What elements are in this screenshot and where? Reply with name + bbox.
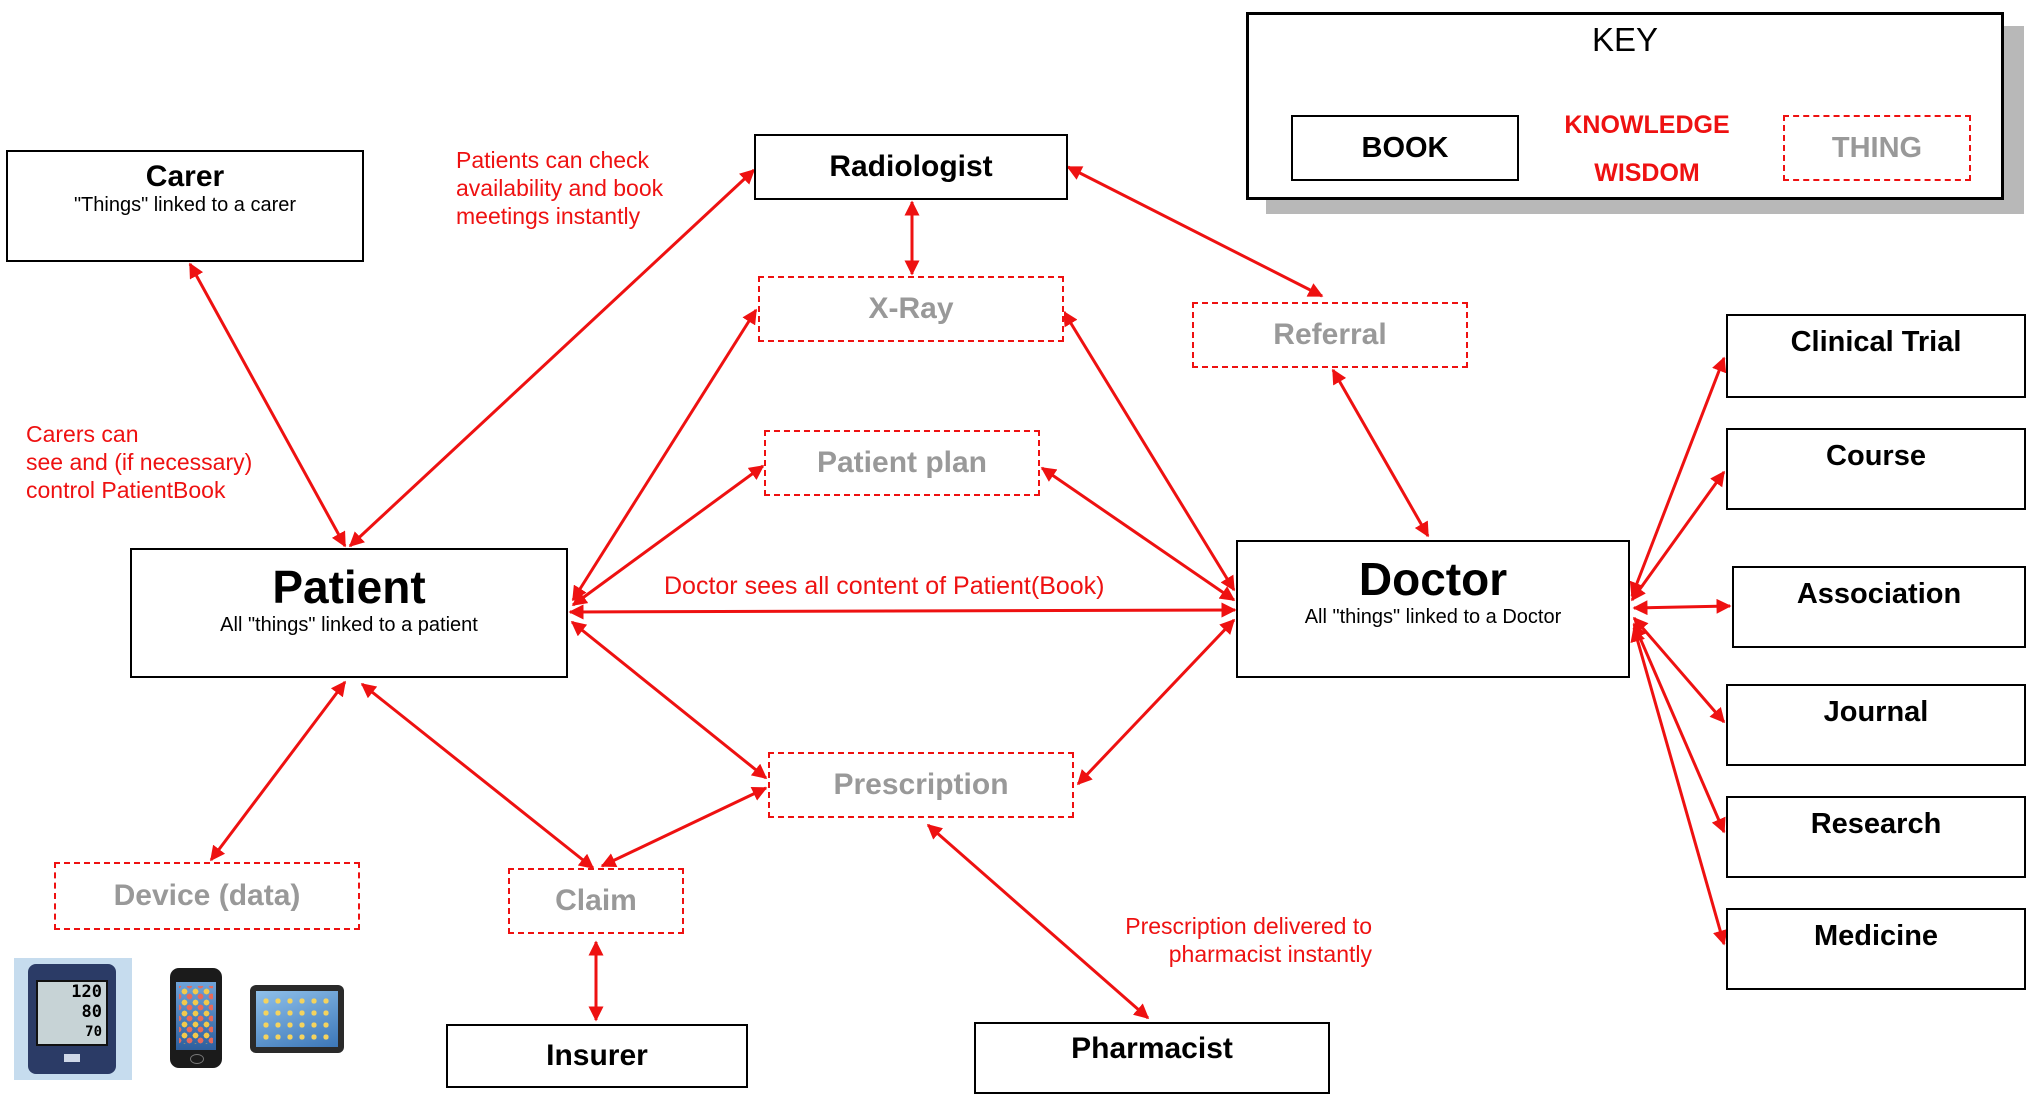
key-panel: KEY BOOK KNOWLEDGE WISDOM THING <box>1246 12 2004 200</box>
course-book[interactable]: Course <box>1726 428 2026 510</box>
note-prescription-delivered: Prescription delivered to pharmacist ins… <box>1125 913 1372 967</box>
arrow-patient-doctor <box>568 602 1237 620</box>
medicine-title: Medicine <box>1813 920 1939 952</box>
clinical-trial-book[interactable]: Clinical Trial <box>1726 314 2026 398</box>
course-title: Course <box>1826 440 1926 472</box>
note-carers-can: Carers can see and (if necessary) contro… <box>26 421 253 503</box>
pharmacist-book[interactable]: Pharmacist <box>974 1022 1330 1094</box>
association-book[interactable]: Association <box>1732 566 2026 648</box>
carer-title: Carer <box>145 160 225 193</box>
journal-book[interactable]: Journal <box>1726 684 2026 766</box>
key-wisdom: WISDOM <box>1594 159 1700 187</box>
key-knowledge: KNOWLEDGE <box>1564 111 1730 139</box>
arrow-prescription-pharmacist <box>926 823 1150 1020</box>
bp-pulse: 70 <box>85 1024 102 1040</box>
carer-subtitle: "Things" linked to a carer <box>73 194 297 216</box>
smartphone-image <box>170 968 222 1068</box>
arrow-doctor-medicine <box>1630 626 1728 946</box>
tablet-image <box>250 985 344 1053</box>
doctor-book[interactable]: Doctor All "things" linked to a Doctor <box>1236 540 1630 678</box>
research-book[interactable]: Research <box>1726 796 2026 878</box>
arrow-patient-claim <box>360 682 595 870</box>
pharmacist-title: Pharmacist <box>1071 1032 1233 1065</box>
prescription-thing[interactable]: Prescription <box>768 752 1074 818</box>
key-title: KEY <box>1591 21 1659 58</box>
association-title: Association <box>1796 578 1962 610</box>
key-book: BOOK <box>1291 115 1519 181</box>
insurer-title: Insurer <box>546 1039 648 1072</box>
arrow-doctor-course <box>1630 470 1726 602</box>
carer-book[interactable]: Carer "Things" linked to a carer <box>6 150 364 262</box>
clinical-trial-title: Clinical Trial <box>1790 326 1962 358</box>
radiologist-title: Radiologist <box>829 150 993 183</box>
note-doctor-sees: Doctor sees all content of Patient(Book) <box>664 572 1105 600</box>
arrow-patient-prescription <box>570 620 768 780</box>
bp-diastolic: 80 <box>81 1002 102 1022</box>
arrow-patient-xray <box>571 308 758 602</box>
doctor-subtitle: All "things" linked to a Doctor <box>1304 606 1562 628</box>
arrow-plan-doctor <box>1040 466 1236 602</box>
medicine-book[interactable]: Medicine <box>1726 908 2026 990</box>
device-thing[interactable]: Device (data) <box>54 862 360 930</box>
research-title: Research <box>1810 808 1942 840</box>
arrow-referral-doctor <box>1331 368 1430 538</box>
arrow-doctor-research <box>1632 622 1726 834</box>
patient-subtitle: All "things" linked to a patient <box>220 614 478 636</box>
note-patients-check: Patients can check availability and book… <box>456 147 664 229</box>
claim-thing[interactable]: Claim <box>508 868 684 934</box>
arrow-radiologist-referral <box>1066 165 1324 298</box>
arrow-claim-prescription <box>600 786 768 868</box>
key-thing: THING <box>1783 115 1971 181</box>
doctor-title: Doctor <box>1358 553 1508 605</box>
arrow-patient-device <box>209 680 347 862</box>
xray-thing[interactable]: X-Ray <box>758 276 1064 342</box>
arrow-doctor-clinical-trial <box>1629 356 1727 598</box>
referral-thing[interactable]: Referral <box>1192 302 1468 368</box>
arrow-doctor-association <box>1632 598 1732 616</box>
arrow-patient-radiologist <box>348 168 756 548</box>
arrow-patient-plan <box>571 464 765 607</box>
patient-plan-thing[interactable]: Patient plan <box>764 430 1040 496</box>
journal-title: Journal <box>1823 696 1929 728</box>
insurer-book[interactable]: Insurer <box>446 1024 748 1088</box>
arrow-prescription-doctor <box>1076 618 1236 786</box>
blood-pressure-monitor-image: 120 80 70 <box>14 958 132 1080</box>
radiologist-book[interactable]: Radiologist <box>754 134 1068 200</box>
bp-systolic: 120 <box>71 982 102 1002</box>
arrow-carer-patient <box>188 262 347 548</box>
patient-title: Patient <box>272 561 426 613</box>
patient-book[interactable]: Patient All "things" linked to a patient <box>130 548 568 678</box>
